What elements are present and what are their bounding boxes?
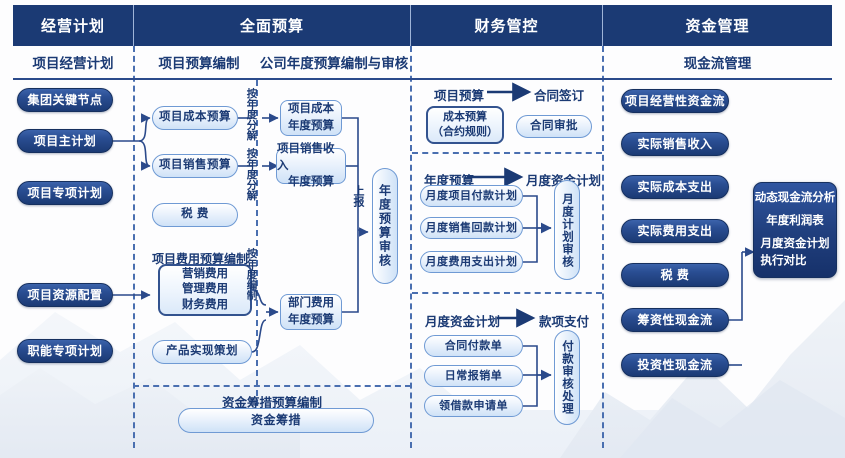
expense-line-3: 财务费用	[182, 298, 228, 311]
subheader-2: 项目预算编制	[158, 56, 240, 71]
divider-block2-block3	[412, 292, 602, 294]
col1-item-1[interactable]: 集团关键节点	[17, 88, 113, 112]
col3-item-dept-annual-l2: 年度预算	[288, 314, 334, 326]
col5-item-1[interactable]: 项目经营性资金流	[621, 89, 729, 113]
col3-annual-review[interactable]: 年度预算审核	[372, 168, 398, 284]
col5-item-7[interactable]: 投资性现金流	[621, 353, 729, 377]
col4-b3-item-1[interactable]: 合同付款单	[424, 335, 523, 357]
col1-item-2[interactable]: 项目主计划	[17, 129, 113, 153]
col5-item-2[interactable]: 实际销售收入	[621, 132, 729, 156]
col3-item-cost-annual-l2: 年度预算	[288, 120, 334, 132]
divider-col2-col3	[256, 80, 258, 406]
col5-analysis-box[interactable]: 动态现金流分析 年度利润表 月度资金计划 执行对比	[753, 182, 837, 278]
col5-item-4[interactable]: 实际费用支出	[621, 219, 729, 243]
col2-item-product-plan[interactable]: 产品实现策划	[152, 340, 252, 364]
header-separator-1	[133, 5, 134, 46]
analysis-line-2: 年度利润表	[766, 214, 824, 227]
col2-item-cost-budget[interactable]: 项目成本预算	[152, 106, 238, 130]
divider-col4-col5	[602, 46, 604, 448]
header-title-1: 经营计划	[40, 18, 105, 35]
col5-item-3[interactable]: 实际成本支出	[621, 175, 729, 199]
col4-b1-line-1: 成本预算	[443, 111, 487, 124]
col3-item-cost-annual-l1: 项目成本	[288, 103, 334, 116]
col3-item-sales-annual[interactable]: 项目销售收入 年度预算	[276, 143, 346, 188]
analysis-line-1: 动态现金流分析	[754, 191, 836, 204]
col3-item-cost-annual[interactable]: 项目成本 年度预算	[280, 100, 342, 136]
col2-expense-box[interactable]: 营销费用 管理费用 财务费用	[158, 264, 252, 316]
col4-b2-review[interactable]: 月度计划审核	[554, 180, 580, 280]
col4-b1-to: 合同签订	[534, 89, 585, 103]
col1-item-4[interactable]: 项目资源配置	[17, 283, 113, 307]
col3-submit-label: 上报	[352, 185, 364, 207]
header-title-2: 全面预算	[239, 18, 304, 35]
col3-item-sales-annual-l1: 项目销售收入	[277, 143, 335, 172]
col5-item-6[interactable]: 筹资性现金流	[621, 308, 729, 332]
col4-b2-item-1[interactable]: 月度项目付款计划	[420, 185, 523, 207]
col4-b2-item-2[interactable]: 月度销售回款计划	[420, 217, 523, 239]
col2-item-tax[interactable]: 税 费	[152, 203, 238, 227]
col4-b1-line-2: （合约规则）	[432, 126, 498, 138]
header-band	[13, 5, 832, 46]
analysis-line-3: 月度资金计划 执行对比	[760, 238, 830, 268]
col4-b3-item-2[interactable]: 日常报销单	[424, 365, 523, 387]
col4-b3-item-3[interactable]: 领借款申请单	[424, 395, 523, 417]
header-separator-3	[602, 5, 603, 46]
col4-b1-cost-budget-box[interactable]: 成本预算 （合约规则）	[426, 106, 504, 144]
col4-b1-contract-approval[interactable]: 合同审批	[516, 115, 592, 138]
header-rule	[13, 78, 832, 80]
expense-line-2: 管理费用	[182, 283, 228, 296]
col4-b3-review[interactable]: 付款审核处理	[554, 330, 580, 425]
header-separator-2	[410, 5, 411, 46]
divider-block1-block2	[412, 152, 602, 154]
col2-item-sales-budget[interactable]: 项目销售预算	[152, 154, 238, 178]
col3-item-dept-annual-l1: 部门费用	[288, 297, 334, 310]
col4-b3-from: 月度资金计划	[425, 315, 501, 329]
subheader-4: 现金流管理	[683, 56, 752, 71]
col2-vlabel-2: 按年度分解	[245, 148, 258, 201]
col1-item-3[interactable]: 项目专项计划	[17, 181, 113, 205]
col4-b1-from: 项目预算	[434, 89, 485, 103]
col3-item-dept-annual[interactable]: 部门费用 年度预算	[280, 294, 342, 330]
col2-vlabel-3: 按年度编制	[245, 248, 258, 301]
header-title-4: 资金管理	[685, 18, 750, 35]
subheader-3: 公司年度预算编制与审核	[259, 56, 409, 71]
col3-item-sales-annual-l2: 年度预算	[288, 176, 334, 189]
col4-b2-item-3[interactable]: 月度费用支出计划	[420, 251, 523, 273]
col1-item-5[interactable]: 职能专项计划	[17, 339, 113, 363]
expense-line-1: 营销费用	[182, 267, 228, 280]
funding-item[interactable]: 资金筹措	[178, 408, 374, 433]
divider-funding-top	[133, 385, 411, 387]
col5-item-5[interactable]: 税 费	[621, 263, 729, 287]
subheader-1: 项目经营计划	[32, 56, 114, 71]
col4-b3-to: 款项支付	[539, 315, 590, 329]
divider-col3-col4	[410, 46, 412, 448]
divider-col1-col2	[133, 46, 135, 448]
col2-vlabel-1: 按年度分解	[245, 88, 258, 141]
col2-expense-caption: 项目费用预算编制	[152, 252, 249, 266]
header-title-3: 财务管控	[474, 18, 539, 35]
